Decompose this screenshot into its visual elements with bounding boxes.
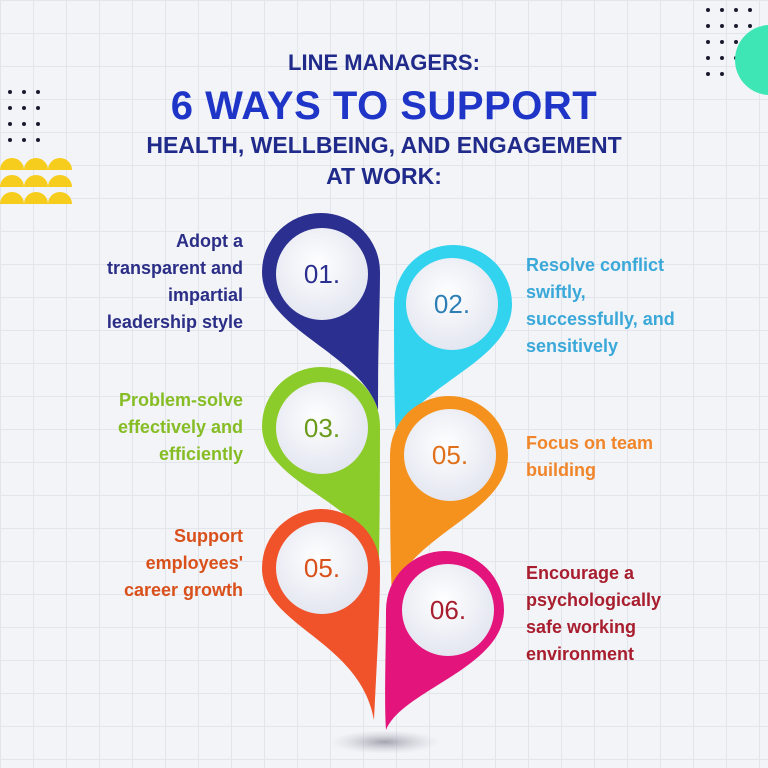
item-04-line: building (526, 460, 596, 480)
item-02-line: successfully, and (526, 309, 675, 329)
pin-06: 06. (385, 551, 504, 730)
item-06-line: psychologically (526, 590, 662, 610)
item-01-line: Adopt a (176, 231, 243, 251)
item-01-line: leadership style (106, 312, 243, 332)
title-line-3: HEALTH, WELLBEING, AND ENGAGEMENT (146, 132, 622, 158)
pin-03-face (276, 382, 368, 474)
item-06-line: safe working (526, 617, 637, 637)
item-05-line: career growth (123, 580, 243, 600)
item-04-text: Focus on team building (526, 430, 653, 484)
item-03-text: Problem-solve effectively and efficientl… (118, 387, 243, 468)
item-03-line: efficiently (158, 444, 243, 464)
decorative-teal-circle (730, 25, 768, 105)
pin-02-face (406, 258, 498, 350)
pin-05-number: 05. (304, 553, 340, 583)
pin-02-number: 02. (434, 289, 470, 319)
item-01-line: transparent and (106, 258, 243, 278)
item-02-text: Resolve conflict swiftly, successfully, … (526, 252, 675, 360)
title-line-1: LINE MANAGERS: (288, 50, 480, 75)
pin-01: 01. (262, 213, 380, 410)
item-05-line: employees' (145, 553, 243, 573)
teal-circle-shape (735, 25, 768, 95)
item-02-line: sensitively (526, 336, 619, 356)
pin-01-number: 01. (304, 259, 340, 289)
item-02-line: Resolve conflict (526, 255, 665, 275)
decorative-dots-top-right (700, 4, 760, 76)
item-05-line: Support (174, 526, 243, 546)
decorative-yellow-waves (0, 152, 80, 207)
item-02-line: swiftly, (526, 282, 586, 302)
decorative-dots-left (2, 86, 52, 156)
item-03-line: effectively and (117, 417, 243, 437)
item-06-line: Encourage a (526, 563, 635, 583)
item-04-line: Focus on team (526, 433, 654, 453)
item-06-text: Encourage a psychologically safe working… (526, 560, 661, 668)
pin-06-face (402, 564, 494, 656)
item-01-text: Adopt a transparent and impartial leader… (107, 228, 243, 336)
pin-04: 05. (390, 396, 508, 596)
item-03-line: Problem-solve (118, 390, 243, 410)
pin-01-face (276, 228, 368, 320)
pin-05: 05. (262, 509, 380, 720)
item-01-line: impartial (167, 285, 243, 305)
pin-04-number: 05. (432, 440, 468, 470)
pin-03-number: 03. (304, 413, 340, 443)
pin-04-face (404, 409, 496, 501)
title-line-4: AT WORK: (326, 163, 442, 189)
pin-02: 02. (394, 245, 512, 440)
ground-shadow (330, 730, 440, 754)
item-06-line: environment (526, 644, 635, 664)
pin-06-number: 06. (430, 595, 466, 625)
pin-03: 03. (262, 367, 380, 560)
title-main: 6 WAYS TO SUPPORT (170, 84, 598, 128)
item-05-text: Support employees' career growth (124, 523, 243, 604)
pin-05-face (276, 522, 368, 614)
